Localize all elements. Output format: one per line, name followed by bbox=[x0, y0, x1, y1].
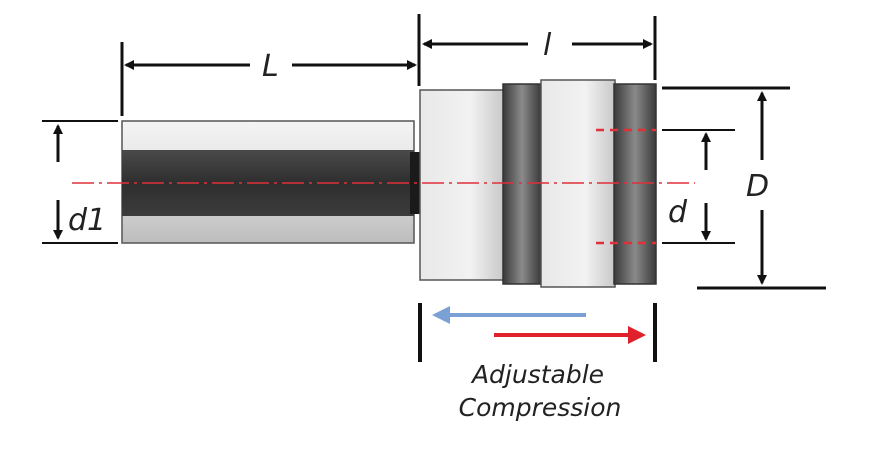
compression-indicator: Adjustable Compression bbox=[418, 303, 657, 422]
head-assembly bbox=[419, 79, 657, 288]
compression-ring-2 bbox=[613, 83, 657, 285]
dimension-L: L bbox=[120, 14, 421, 116]
dimension-l: l bbox=[422, 16, 657, 80]
compression-ring-1 bbox=[502, 83, 542, 285]
caption-line-1: Adjustable bbox=[470, 360, 604, 389]
dimension-d1: d1 bbox=[42, 120, 118, 244]
label-D: D bbox=[746, 169, 769, 204]
caption-line-2: Compression bbox=[459, 393, 622, 422]
dimension-d: d bbox=[662, 129, 735, 244]
label-L: L bbox=[262, 49, 279, 84]
head-body bbox=[419, 89, 505, 281]
label-d1: d1 bbox=[68, 203, 106, 238]
label-d: d bbox=[668, 195, 688, 230]
label-l: l bbox=[543, 28, 552, 63]
shank bbox=[121, 120, 420, 244]
dimension-D: D bbox=[662, 86, 826, 290]
